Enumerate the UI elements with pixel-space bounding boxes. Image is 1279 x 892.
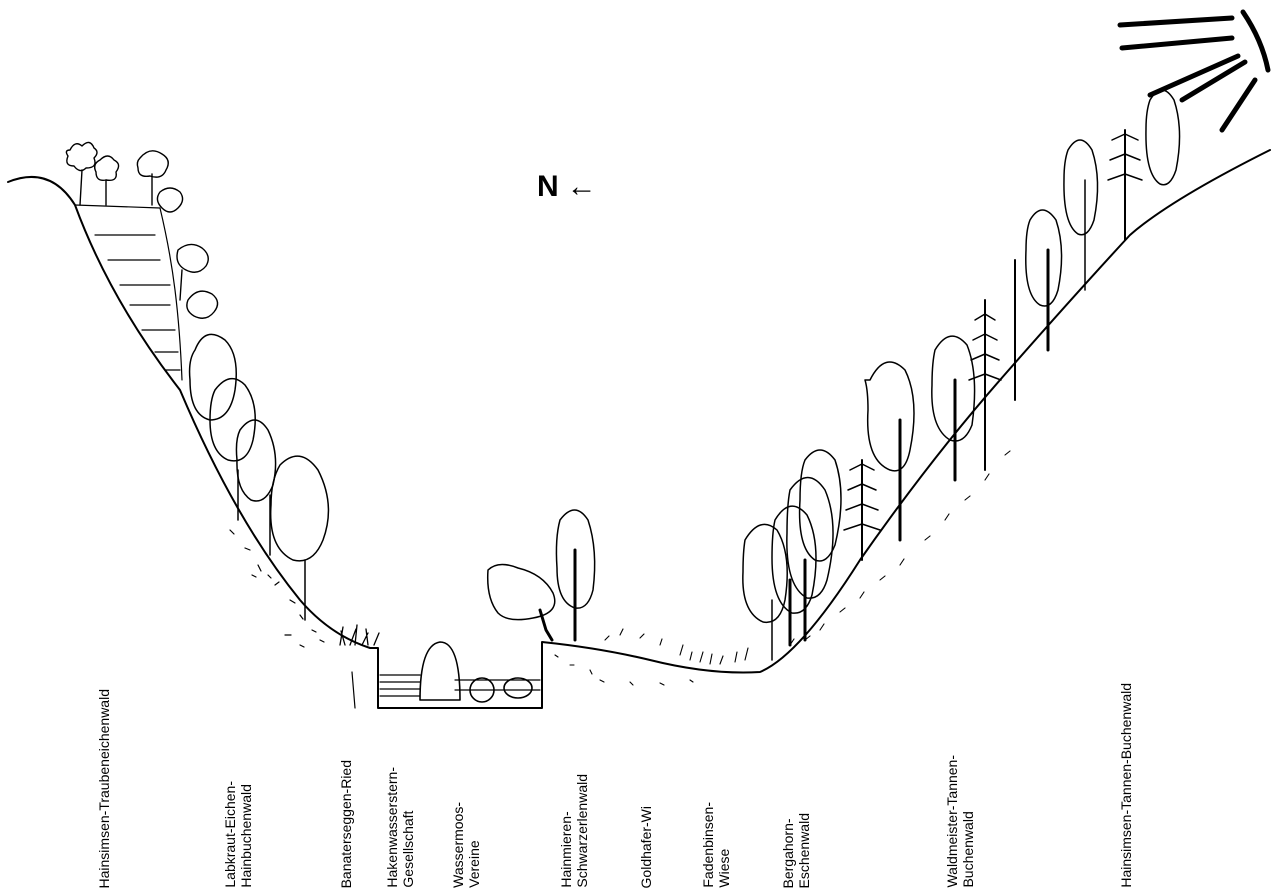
rock-cliff — [75, 205, 182, 380]
label-banaterseggen-ried: Banaterseggen-Ried — [338, 760, 354, 888]
west-arrow-icon: ← — [567, 170, 599, 203]
cliff-shrubs — [66, 142, 217, 318]
label-hainmieren-schwarzerlenwald: Hainmieren- Schwarzerlenwald — [558, 774, 590, 888]
north-letter: N — [537, 170, 561, 203]
meadow-stipple — [555, 629, 748, 685]
sun-icon — [1120, 12, 1268, 130]
left-slope-soil — [230, 530, 324, 647]
label-hainsimsen-traubeneichenwald: Hainsimsen-Traubeneichenwald — [96, 689, 112, 888]
label-hainsimsen-tannen-buchenwald: Hainsimsen-Tannen-Buchenwald — [1118, 683, 1134, 888]
label-goldhafer-wi: Goldhafer-Wi — [638, 806, 654, 888]
stream-channel — [380, 642, 540, 702]
right-slope-trees — [743, 90, 1180, 660]
zone-boundary-ticks — [352, 672, 355, 708]
label-hakenwasserstern-gesellschaft: Hakenwasserstern- Gesellschaft — [384, 767, 416, 888]
label-fadenbinsen-wiese: Fadenbinsen- Wiese — [700, 802, 732, 888]
reed-tufts — [340, 625, 379, 645]
label-wassermoos-vereine: Wassermoos- Vereine — [450, 802, 482, 888]
alder-and-rock — [488, 510, 595, 640]
label-labkraut-eichen-hainbuchenwald: Labkraut-Eichen- Hainbuchenwald — [222, 781, 254, 888]
valley-profile-line — [8, 150, 1270, 708]
label-bergahorn-eschenwald: Bergahorn- Eschenwald — [780, 813, 812, 889]
label-waldmeister-tannen-buchenwald: Waldmeister-Tannen- Buchenwald — [944, 755, 976, 888]
left-slope-trees — [190, 334, 329, 620]
north-indicator: N← — [537, 170, 599, 204]
